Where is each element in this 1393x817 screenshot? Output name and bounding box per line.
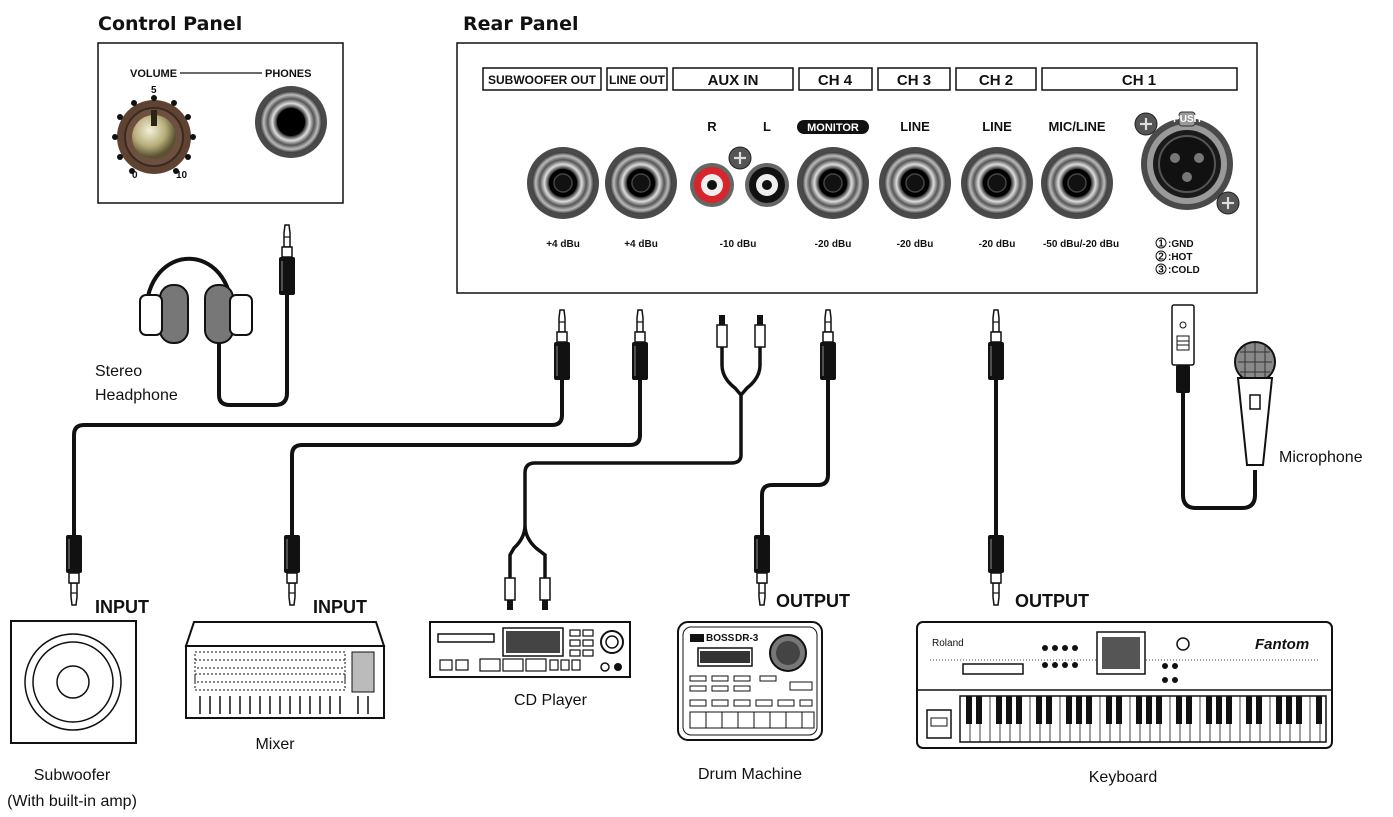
control-panel: VOLUME PHONES 5 0 10: [97, 42, 344, 204]
monitor-badge: [797, 120, 869, 134]
knob-mark-5: 5: [151, 85, 157, 96]
subwoofer-input-plug-icon: [65, 534, 83, 606]
headphone-label-line1: Stereo: [95, 363, 142, 380]
section-subwoofer-out: SUBWOOFER OUT: [488, 73, 597, 87]
pin-1-name: :GND: [1168, 239, 1194, 250]
line-out-jack[interactable]: [604, 146, 678, 220]
pin-1-num: 1: [1158, 239, 1164, 250]
drum-brand-label: BOSS: [706, 633, 735, 644]
subwoofer-out-plug-icon: [553, 309, 571, 381]
ch1-xlr-jack[interactable]: [1141, 111, 1233, 210]
drum-machine-icon: [677, 621, 823, 741]
pin-legend: 1 :GND 2 :HOT 3 :COLD: [1155, 237, 1200, 276]
headphone-icon: [139, 256, 253, 344]
phones-jack[interactable]: [255, 86, 327, 158]
keyboard-output-plug-icon: [987, 534, 1005, 606]
ch3-line-jack[interactable]: [878, 146, 952, 220]
volume-knob[interactable]: [112, 95, 196, 174]
drum-output-plug-icon: [753, 534, 771, 606]
drum-output-label: OUTPUT: [776, 591, 850, 611]
mixer-label: Mixer: [255, 736, 295, 753]
phones-label: PHONES: [265, 68, 311, 80]
drum-model-label: DR-3: [735, 633, 759, 644]
volume-label: VOLUME: [130, 68, 177, 80]
mixer-icon: [184, 621, 386, 719]
subwoofer-out-jack[interactable]: [526, 146, 600, 220]
section-line-out: LINE OUT: [609, 73, 666, 87]
xlr-plug-icon: [1171, 304, 1195, 393]
aux-screw-icon: [727, 145, 753, 171]
ch2-line-label: LINE: [982, 119, 1012, 134]
headphone-label-line2: Headphone: [95, 387, 178, 404]
drum-cable: [760, 380, 830, 535]
ch2-line-jack[interactable]: [960, 146, 1034, 220]
pin-2-name: :HOT: [1168, 252, 1192, 263]
subwoofer-label-line1: Subwoofer: [34, 767, 111, 784]
aux-l-label: L: [763, 119, 771, 134]
keyboard-model-label: Fantom: [1255, 636, 1309, 653]
pin-2-num: 2: [1158, 252, 1164, 263]
ch1-micline-jack[interactable]: [1040, 146, 1114, 220]
knob-mark-0: 0: [132, 170, 138, 181]
level-ch2: -20 dBu: [979, 239, 1016, 250]
ch3-line-label: LINE: [900, 119, 930, 134]
aux-in-r-jack[interactable]: [690, 163, 734, 207]
ch2-plug-icon: [987, 309, 1005, 381]
knob-mark-10: 10: [176, 170, 188, 181]
ch4-plug-icon: [819, 309, 837, 381]
line-out-plug-icon: [631, 309, 649, 381]
control-panel-title: Control Panel: [98, 13, 242, 35]
cd-rca-plug-left-icon: [504, 577, 516, 611]
ch1-micline-label: MIC/LINE: [1048, 119, 1105, 134]
cd-cable: [508, 347, 762, 578]
keyboard-label: Keyboard: [1089, 769, 1158, 786]
keyboard-icon: [916, 621, 1333, 749]
level-ch1: -50 dBu/-20 dBu: [1043, 239, 1119, 250]
cd-player-label: CD Player: [514, 692, 588, 709]
pin-3-name: :COLD: [1168, 265, 1200, 276]
mixer-input-plug-icon: [283, 534, 301, 606]
pin-3-num: 3: [1158, 265, 1164, 276]
drum-machine-label: Drum Machine: [698, 766, 802, 783]
monitor-label: MONITOR: [807, 122, 859, 134]
section-ch3: CH 3: [897, 72, 931, 89]
xlr-screw-bottom-icon: [1215, 190, 1241, 216]
microphone-icon: [1234, 341, 1276, 466]
xlr-screw-top-icon: [1133, 111, 1159, 137]
level-ch3: -20 dBu: [897, 239, 934, 250]
section-ch1: CH 1: [1122, 72, 1156, 89]
headphone-plug-icon: [278, 224, 296, 296]
subwoofer-cable: [72, 380, 564, 535]
level-ch4: -20 dBu: [815, 239, 852, 250]
aux-in-l-jack[interactable]: [745, 163, 789, 207]
section-ch2: CH 2: [979, 72, 1013, 89]
level-subwoofer-out: +4 dBu: [546, 239, 580, 250]
headphone-cable: [217, 295, 289, 407]
aux-l-rca-plug-icon: [754, 314, 766, 348]
ch4-monitor-jack[interactable]: [796, 146, 870, 220]
mixer-cable: [290, 380, 642, 535]
rear-panel-title: Rear Panel: [463, 13, 578, 35]
microphone-label: Microphone: [1279, 449, 1363, 466]
subwoofer-input-label: INPUT: [95, 597, 149, 617]
aux-r-rca-plug-icon: [716, 314, 728, 348]
cd-player-icon: [429, 621, 631, 678]
subwoofer-icon: [10, 620, 137, 744]
level-aux-in: -10 dBu: [720, 239, 757, 250]
section-aux-in: AUX IN: [708, 72, 759, 89]
microphone-cable: [1181, 393, 1257, 510]
subwoofer-label-line2: (With built-in amp): [7, 793, 137, 810]
xlr-push-label: PUSH: [1173, 114, 1201, 125]
section-ch4: CH 4: [818, 72, 853, 89]
rear-panel: SUBWOOFER OUT LINE OUT AUX IN CH 4 CH 3 …: [456, 42, 1258, 294]
cd-rca-plug-right-icon: [539, 577, 551, 611]
level-line-out: +4 dBu: [624, 239, 658, 250]
keyboard-brand-label: Roland: [932, 638, 964, 649]
aux-r-label: R: [707, 119, 717, 134]
keyboard-output-label: OUTPUT: [1015, 591, 1089, 611]
mixer-input-label: INPUT: [313, 597, 367, 617]
